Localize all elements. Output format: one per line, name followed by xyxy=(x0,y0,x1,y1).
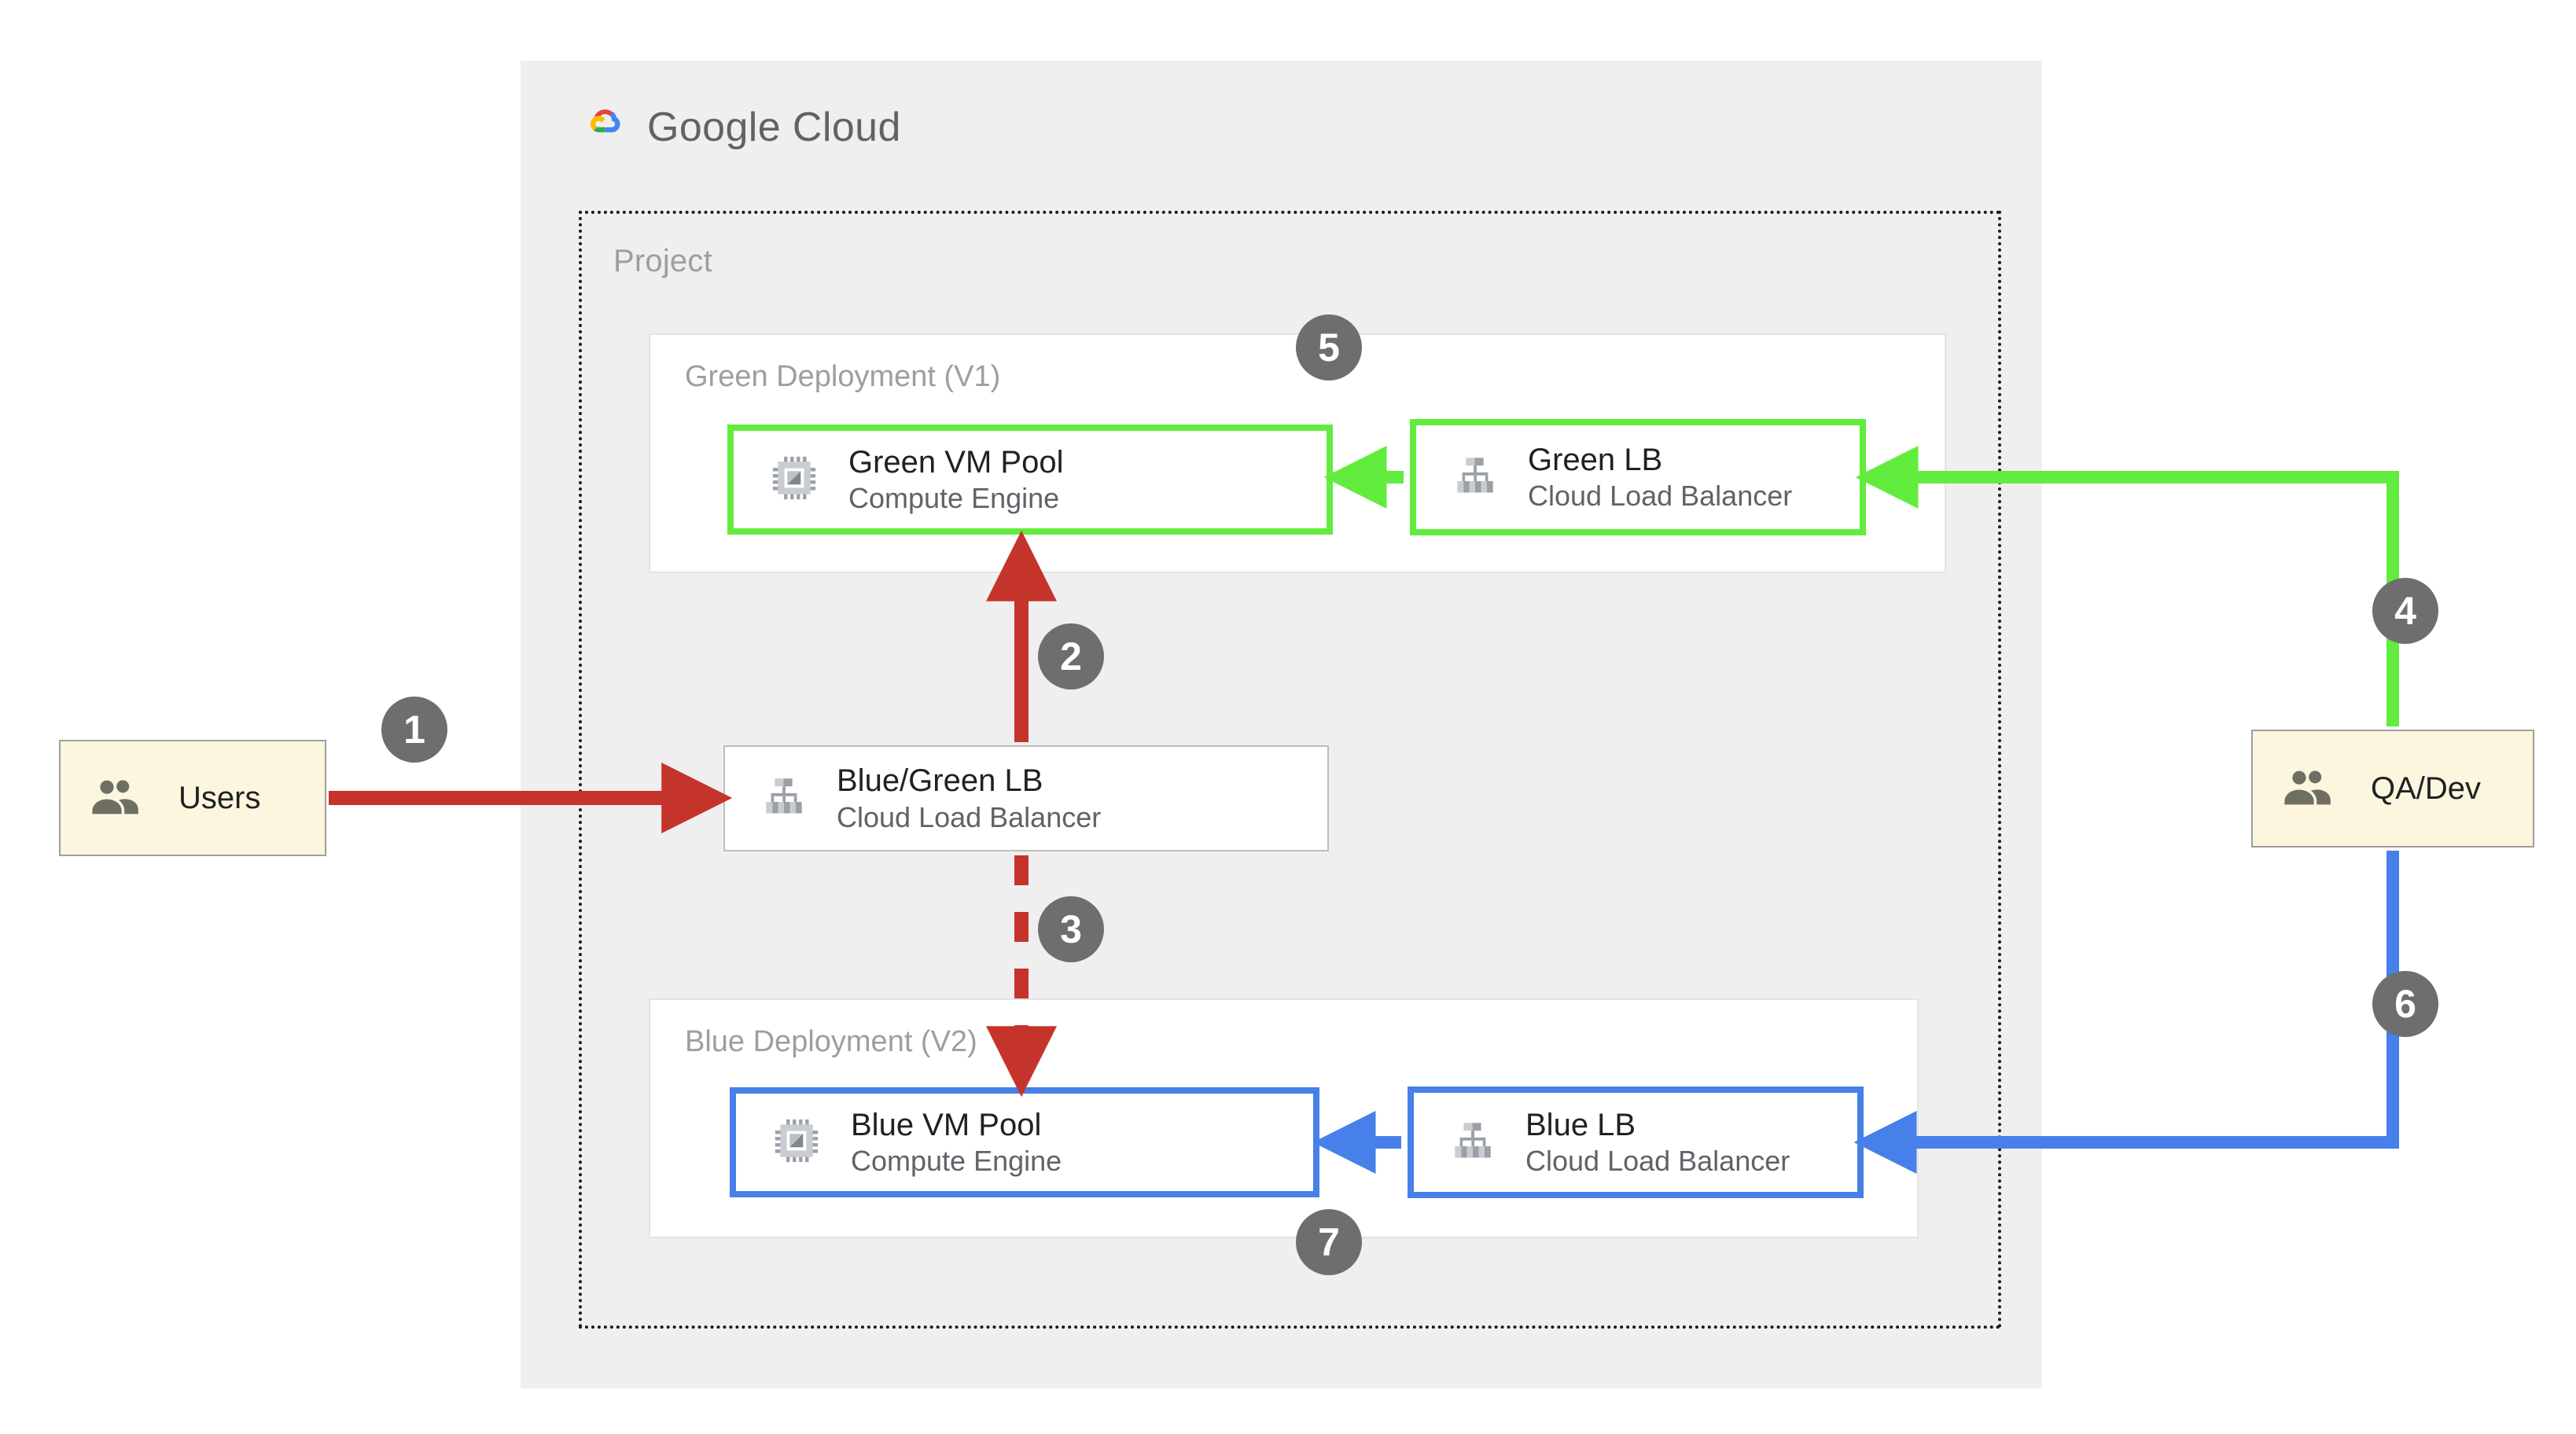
step-badge-7: 7 xyxy=(1296,1209,1362,1275)
node-subtitle: Cloud Load Balancer xyxy=(1525,1145,1790,1178)
actor-qa-dev[interactable]: QA/Dev xyxy=(2251,730,2534,848)
step-badge-6: 6 xyxy=(2372,971,2438,1037)
actor-label: QA/Dev xyxy=(2371,770,2482,806)
step-badge-4: 4 xyxy=(2372,578,2438,644)
brand-name: Google Cloud xyxy=(647,104,901,150)
project-boundary xyxy=(579,211,2001,1329)
node-green-lb[interactable]: Green LB Cloud Load Balancer xyxy=(1410,419,1866,535)
step-badge-2: 2 xyxy=(1038,623,1104,689)
step-badge-5: 5 xyxy=(1296,314,1362,381)
people-icon xyxy=(2281,767,2339,811)
google-cloud-logo-icon xyxy=(576,102,630,152)
people-icon xyxy=(89,777,147,820)
node-title: Blue/Green LB xyxy=(837,763,1043,799)
load-balancer-icon xyxy=(1450,1118,1496,1167)
node-subtitle: Cloud Load Balancer xyxy=(837,800,1102,833)
node-subtitle: Cloud Load Balancer xyxy=(1528,480,1793,513)
load-balancer-icon xyxy=(1452,453,1498,502)
blue-deployment-label: Blue Deployment (V2) xyxy=(685,1025,977,1058)
green-deployment-label: Green Deployment (V1) xyxy=(685,360,1001,393)
load-balancer-icon xyxy=(761,774,807,823)
node-blue-green-lb[interactable]: Blue/Green LB Cloud Load Balancer xyxy=(723,745,1329,851)
node-title: Green LB xyxy=(1528,442,1663,477)
node-green-vm-pool[interactable]: Green VM Pool Compute Engine xyxy=(727,425,1333,535)
step-badge-3: 3 xyxy=(1038,896,1104,962)
step-badge-1: 1 xyxy=(381,697,447,763)
node-title: Blue LB xyxy=(1525,1107,1636,1142)
node-blue-vm-pool[interactable]: Blue VM Pool Compute Engine xyxy=(730,1087,1319,1197)
cpu-chip-icon xyxy=(770,454,819,506)
node-title: Green VM Pool xyxy=(848,444,1064,480)
node-subtitle: Compute Engine xyxy=(848,482,1060,515)
project-label: Project xyxy=(613,244,712,278)
brand-lockup: Google Cloud xyxy=(576,102,901,152)
cpu-chip-icon xyxy=(772,1116,821,1169)
actor-label: Users xyxy=(178,780,261,815)
actor-users[interactable]: Users xyxy=(59,740,326,856)
node-title: Blue VM Pool xyxy=(851,1107,1042,1142)
node-blue-lb[interactable]: Blue LB Cloud Load Balancer xyxy=(1408,1087,1864,1198)
node-subtitle: Compute Engine xyxy=(851,1145,1062,1178)
